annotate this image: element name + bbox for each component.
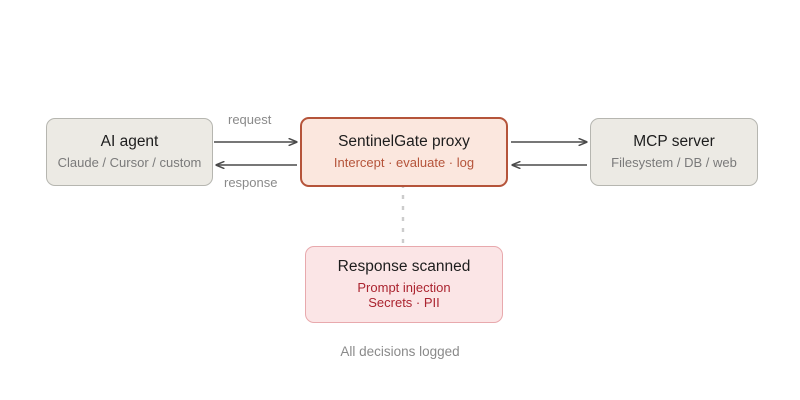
node-response-scanned-title: Response scanned [337,258,471,276]
node-sentinelgate-proxy-title: SentinelGate proxy [338,133,470,151]
node-mcp-server-title: MCP server [633,133,715,151]
node-mcp-server-subtitle: Filesystem / DB / web [611,155,737,171]
node-response-scanned-subtitle: Prompt injection Secrets · PII [357,280,450,311]
node-sentinelgate-proxy[interactable]: SentinelGate proxy Intercept · evaluate … [300,117,508,187]
node-sentinelgate-proxy-subtitle: Intercept · evaluate · log [333,155,475,171]
node-response-scanned-subtitle-line2: Secrets · PII [368,295,440,311]
node-ai-agent-title: AI agent [100,133,159,151]
node-ai-agent[interactable]: AI agent Claude / Cursor / custom [46,118,213,186]
node-response-scanned[interactable]: Response scanned Prompt injection Secret… [305,246,503,323]
node-mcp-server[interactable]: MCP server Filesystem / DB / web [590,118,758,186]
footer-note: All decisions logged [340,344,460,359]
node-response-scanned-subtitle-line1: Prompt injection [357,280,451,296]
node-ai-agent-subtitle: Claude / Cursor / custom [57,155,202,171]
edge-label-response: response [224,175,278,190]
edge-label-request: request [228,112,272,127]
